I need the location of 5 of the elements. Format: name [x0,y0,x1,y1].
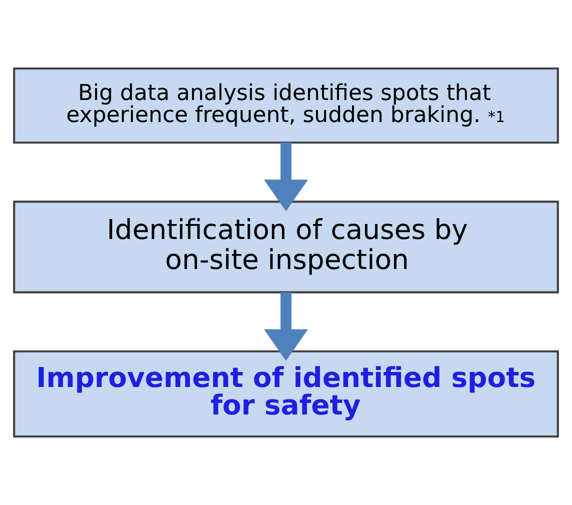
arrow [264,142,308,212]
node-box: Improvement of identified spots for safety [13,350,559,438]
arrow [264,292,308,361]
node-box: Identification of causes by on-site inspection [13,200,559,294]
node-box: Big data analysis identifies spots that experience frequent, sudden braking.*1 [13,67,559,144]
